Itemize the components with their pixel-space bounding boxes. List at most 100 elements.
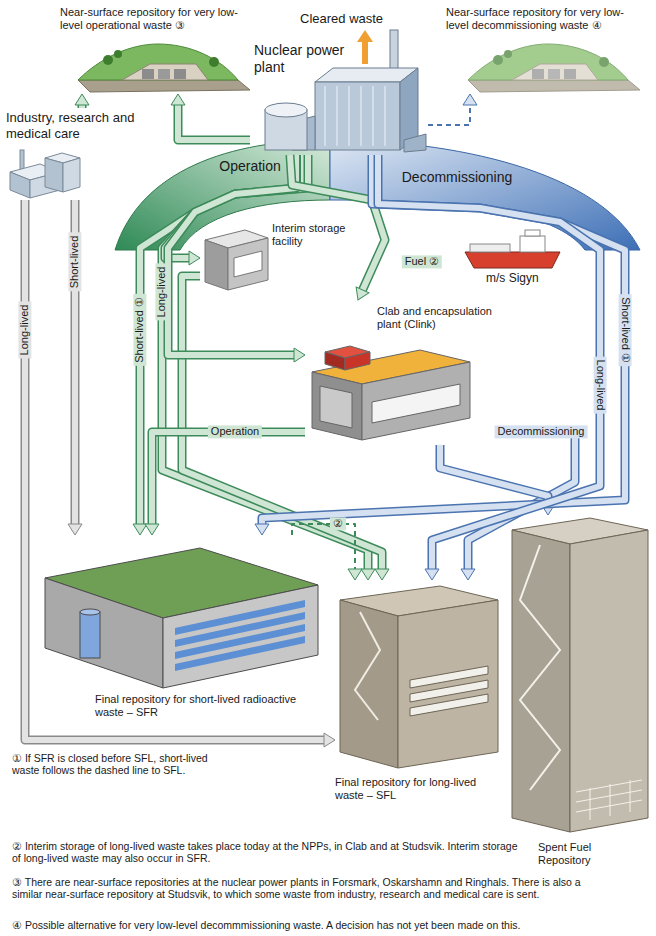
ship-illustration	[520, 236, 545, 252]
industry-illustration: Industry, research and medical care	[4, 108, 154, 200]
clink-illustration	[320, 386, 352, 428]
industry-illustration	[63, 158, 80, 192]
connector-line	[178, 105, 250, 140]
flow-label: Decommissioning	[495, 425, 588, 438]
connector-line	[428, 105, 470, 125]
power-plant-illustration	[325, 86, 326, 146]
footnote: ④ Possible alternative for very low-leve…	[12, 919, 652, 931]
spent-fuel-repository-illustration	[610, 784, 611, 816]
flow-label: Long-lived	[18, 302, 31, 359]
power-plant: Nuclear power plant	[250, 40, 428, 155]
flow-label: Short-lived	[68, 233, 81, 292]
sfr-illustration	[175, 636, 305, 671]
power-plant-illustration	[315, 82, 400, 150]
sfl-illustration	[410, 694, 488, 716]
sfr-illustration	[163, 585, 318, 688]
flow-connector	[25, 200, 324, 740]
connector-line	[152, 432, 305, 524]
cleared-waste-label: Cleared waste	[300, 12, 383, 27]
flow-label: Long-lived	[155, 264, 168, 321]
node-label: Spent Fuel Repository	[538, 841, 646, 867]
clink-illustration	[312, 372, 362, 440]
flow-connector	[378, 155, 600, 569]
clink-illustration	[345, 352, 370, 370]
node-label: Industry, research and medical care	[6, 110, 152, 141]
industry-illustration	[45, 158, 63, 192]
storage-facility: Interim storage facility	[200, 210, 352, 292]
footnote: ② Interim storage of long-lived waste ta…	[12, 840, 527, 864]
sfr-illustration	[45, 548, 318, 688]
connector-line	[182, 276, 382, 569]
connector-line	[79, 105, 85, 108]
near-surface-repository	[468, 44, 640, 92]
sfr-illustration	[80, 609, 100, 615]
flow-label: ②	[330, 517, 346, 530]
node-label: Clab and encapsulation plant (Clink)	[377, 305, 499, 331]
repository-block: Spent Fuel Repository	[508, 515, 650, 873]
connector-line	[168, 155, 296, 355]
clink-illustration	[372, 384, 460, 423]
sfr-illustration	[80, 612, 100, 658]
flow-connector	[168, 155, 296, 355]
flow-label: Fuel ②	[402, 255, 442, 268]
power-plant-illustration	[349, 86, 350, 146]
clink-illustration	[312, 346, 470, 440]
power-plant-illustration	[265, 103, 307, 117]
power-plant-illustration	[361, 86, 362, 146]
spent-fuel-repository-illustration	[570, 530, 648, 832]
flow-connector	[178, 105, 250, 140]
interim-storage-illustration	[205, 240, 228, 290]
repository-block: Final repository for short-lived radioac…	[40, 535, 322, 725]
flow-connector	[292, 524, 355, 569]
spent-fuel-repository-illustration	[590, 788, 591, 820]
sfl-illustration	[340, 600, 398, 768]
flow-label: Long-lived	[593, 357, 606, 414]
flow-label: Operation	[208, 425, 262, 438]
band-label: Decommissioning	[402, 169, 512, 185]
connector-outline	[78, 105, 87, 108]
repository-illustration: Near-surface repository for very low-lev…	[446, 6, 650, 94]
ship-illustration	[465, 252, 560, 268]
clink-illustration	[362, 362, 470, 440]
encapsulation-plant: Clab and encapsulation plant (Clink)	[305, 300, 500, 445]
flow-connector	[182, 276, 382, 569]
power-plant-illustration	[385, 86, 386, 146]
power-plant-illustration	[337, 86, 338, 146]
node-label: Near-surface repository for very low-lev…	[446, 6, 646, 32]
cleared-waste-arrow	[362, 40, 368, 64]
sfl-illustration	[355, 612, 380, 720]
sfl-illustration	[398, 600, 498, 768]
near-surface-repository	[78, 44, 250, 92]
node-label: Interim storage facility	[272, 222, 350, 248]
interim-storage-illustration	[228, 238, 268, 290]
connector-line	[378, 155, 600, 569]
connector-line	[440, 445, 548, 504]
flow-label: Short-lived ①	[618, 294, 631, 366]
repository-illustration: Near-surface repository for very low-lev…	[60, 6, 252, 94]
connector-outline	[440, 445, 548, 504]
connector-outline	[178, 105, 250, 140]
connector-line	[25, 200, 324, 740]
node-label: Near-surface repository for very low-lev…	[60, 6, 250, 32]
connector-outline	[378, 155, 600, 569]
spent-fuel-repository-illustration	[512, 530, 570, 832]
power-plant-illustration	[373, 86, 374, 146]
spent-fuel-repository-illustration	[512, 518, 648, 832]
footnote: ③ There are near-surface repositories at…	[12, 876, 612, 900]
connector-line	[292, 524, 355, 569]
flow-connector	[440, 445, 548, 504]
clink-illustration	[325, 352, 345, 370]
connector-outline	[182, 276, 382, 569]
interim-storage-illustration	[205, 230, 268, 290]
node-label: Final repository for long-lived waste – …	[335, 776, 500, 802]
spent-fuel-repository-illustration	[520, 545, 560, 790]
spent-fuel-repository-illustration	[630, 780, 631, 812]
spent-fuel-repository-illustration	[576, 780, 642, 792]
interim-storage-illustration	[234, 251, 262, 277]
connector-outline	[25, 200, 324, 740]
connector-outline	[168, 155, 296, 355]
connector-outline	[152, 432, 305, 524]
ship-illustration	[470, 244, 510, 252]
ship-illustration	[465, 230, 560, 268]
